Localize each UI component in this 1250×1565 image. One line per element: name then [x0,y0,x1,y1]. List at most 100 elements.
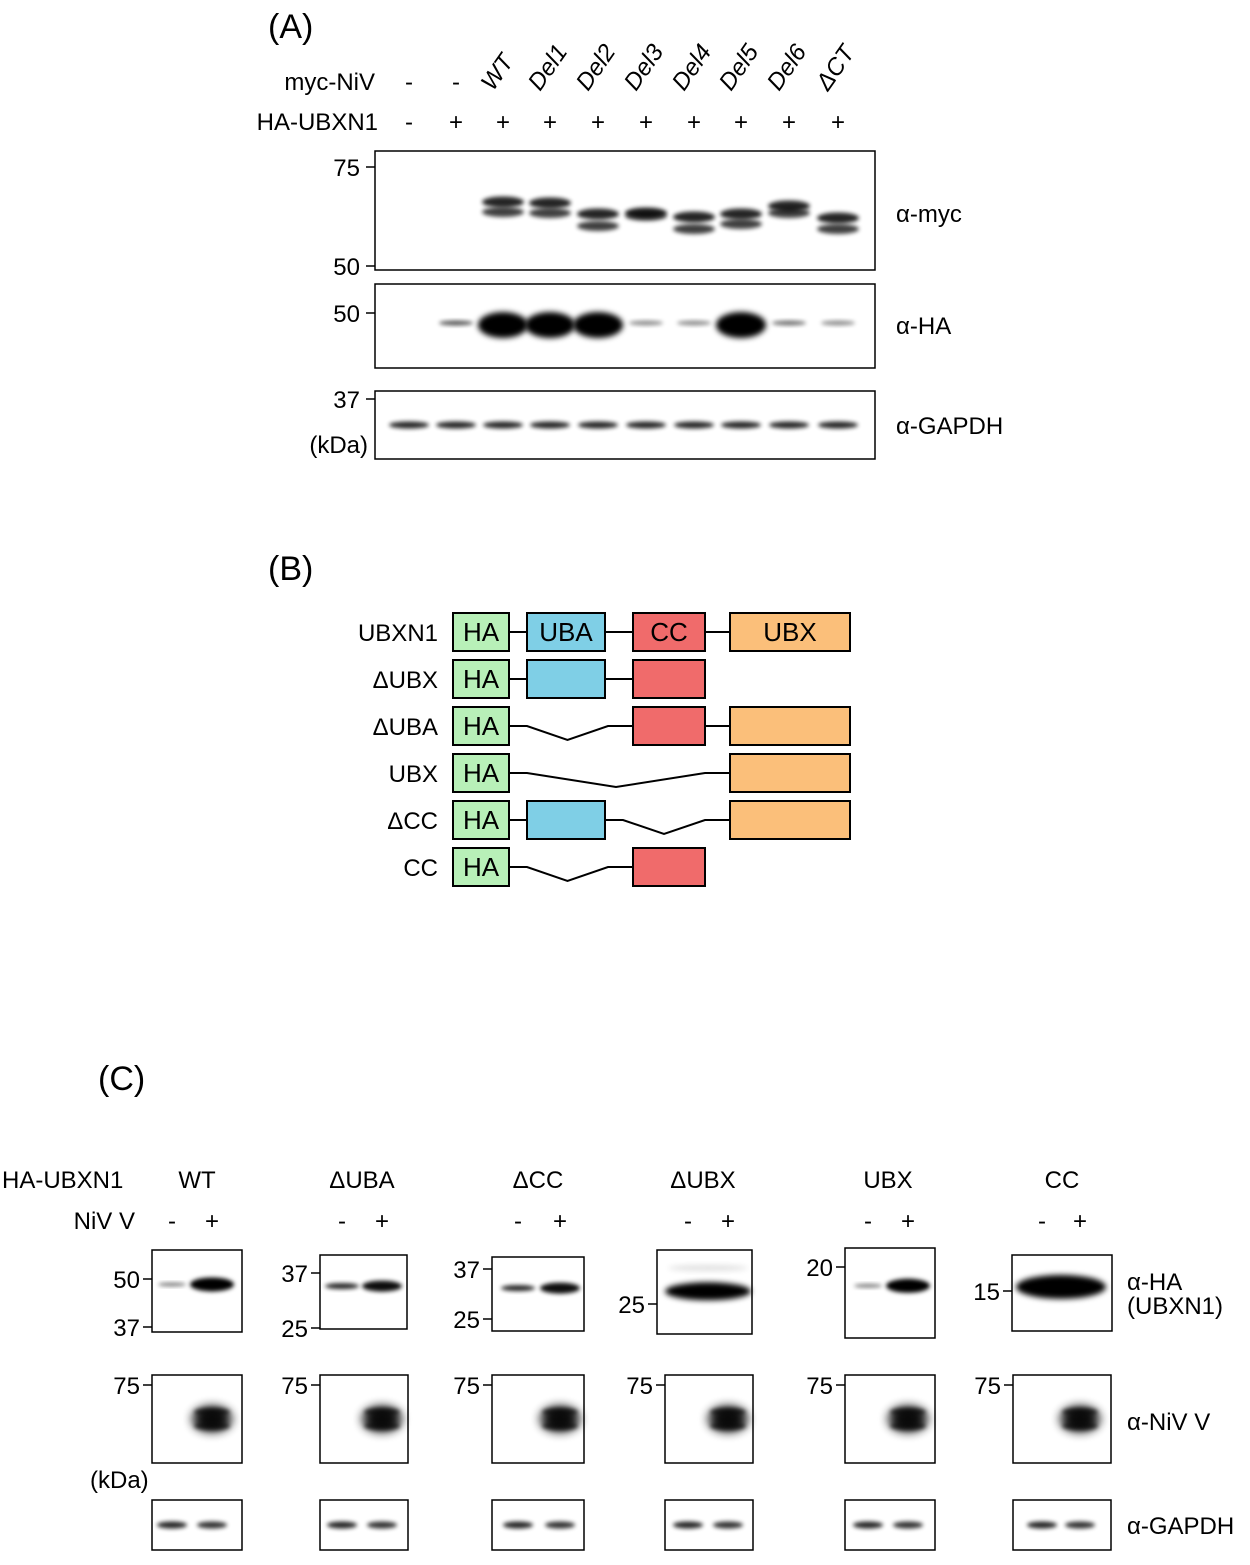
group-name: UBX [863,1167,912,1194]
band-ha-both [1016,1274,1106,1299]
band-ha-minus [158,1282,186,1287]
deletion-linker [605,819,730,836]
domain-ha [452,800,510,840]
myc-value-3: Del1 [523,40,573,96]
antibody-gapdh: α-GAPDH [1127,1513,1234,1540]
band-nivv-upper [194,1408,230,1416]
ha-value-8: + [782,109,796,136]
ha-value-9: + [831,109,845,136]
ha-value-3: + [543,109,557,136]
panel-b-label: (B) [268,550,313,588]
marker-37: 37 [113,1315,140,1342]
unit-kda: (kDa) [309,432,368,459]
construct-row-1: ΔUBX HA [373,659,706,699]
marker-25: 25 [618,1292,645,1319]
ha-lane-values: -+++++++++ [405,109,845,136]
band-gapdh-plus [197,1521,227,1529]
band-myc-lane-8 [768,208,810,218]
unit-kda: (kDa) [90,1467,149,1494]
band-ha-lane-1 [439,320,473,326]
myc-row-label: myc-NiV [284,69,375,96]
band-nivv-lower [1062,1422,1098,1430]
blot-ha-frame [319,1254,408,1330]
myc-value-2: WT [476,47,521,95]
antibody-nivv: α-NiV V [1127,1409,1210,1436]
nivv-row-label: NiV V [74,1208,135,1235]
band-nivv-lower [194,1422,230,1430]
band-myc-lane-7 [720,219,762,229]
marker-50: 50 [113,1267,140,1294]
panel-c: (C) HA-UBXN1 NiV V WT-+503775ΔUBA-+37257… [2,1060,1234,1551]
myc-value-5: Del3 [619,39,670,95]
blot-ha-frame [151,1249,243,1333]
nivv-value: - [514,1208,522,1235]
nivv-value: - [338,1208,346,1235]
marker-20: 20 [806,1255,833,1282]
domain-ubx [729,706,851,746]
nivv-value: + [553,1208,567,1235]
band-ha-minus [501,1285,535,1292]
band-ha-lane-6 [677,320,711,326]
marker-75: 75 [333,155,360,182]
domain-cc [632,612,706,652]
band-gapdh-lane-5 [626,421,666,429]
ha-value-5: + [639,109,653,136]
domain-ha [452,706,510,746]
marker-75: 75 [626,1373,653,1400]
band-gapdh-minus [503,1521,533,1529]
construct-name: ΔUBX [373,667,438,694]
antibody-ha: α-HA [896,313,951,340]
marker-50: 50 [333,254,360,281]
construct-name: ΔUBA [373,714,438,741]
marker-37: 37 [281,1261,308,1288]
band-myc-lane-3 [529,208,571,218]
band-nivv-lower [542,1422,578,1430]
marker-75: 75 [113,1373,140,1400]
marker-75: 75 [974,1373,1001,1400]
marker-37: 37 [333,387,360,414]
band-nivv-upper [542,1408,578,1416]
band-nivv-upper [1062,1408,1098,1416]
band-myc-lane-6 [673,224,715,234]
domain-label-ha: HA [463,664,500,694]
band-ha-minus [325,1283,359,1290]
band-myc-lane-4 [577,208,619,220]
domain-uba [526,659,606,699]
ha-row-label: HA-UBXN1 [257,109,378,136]
band-myc-lane-4 [577,221,619,231]
blot-myc: 75 50 α-myc [333,150,962,281]
antibody-ha-sub: (UBXN1) [1127,1293,1223,1320]
myc-value-9: ΔCT [810,39,862,97]
domain-cc [632,847,706,887]
domain-cc [632,706,706,746]
deletion-linker [509,772,730,789]
myc-value-4: Del2 [571,40,621,96]
band-myc-lane-3 [529,197,571,209]
group-name: ΔCC [513,1167,564,1194]
band-nivv-lower [364,1422,400,1430]
band-gapdh-lane-2 [483,421,523,429]
band-gapdh-minus [327,1521,357,1529]
band-gapdh-lane-4 [578,421,618,429]
ubxn1-row-label: HA-UBXN1 [2,1167,123,1194]
nivv-value: + [901,1208,915,1235]
band-ha-lane-3 [525,312,575,338]
nivv-value: + [205,1208,219,1235]
domain-ubx [729,753,851,793]
domain-label-ha: HA [463,617,500,647]
antibody-gapdh: α-GAPDH [896,413,1003,440]
group-name: ΔUBX [670,1167,735,1194]
domain-uba [526,800,606,840]
band-nivv-lower [710,1422,746,1430]
blot-gapdh-bands [389,421,858,429]
